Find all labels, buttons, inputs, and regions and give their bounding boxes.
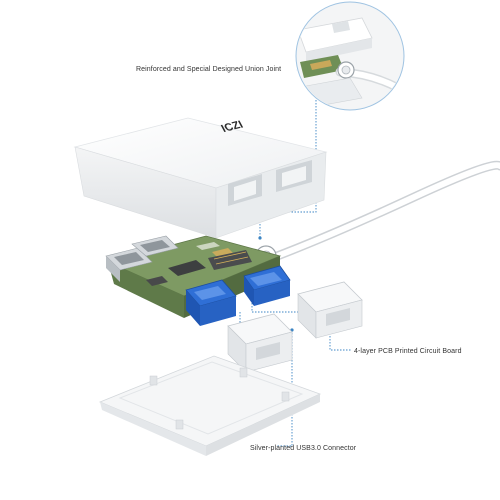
usb-plug-right <box>297 281 363 339</box>
brand-logo: ICZI <box>219 119 245 135</box>
callout-union-joint: Reinforced and Special Designed Union Jo… <box>136 66 282 73</box>
pcb-board <box>105 235 291 326</box>
usb-plug-front <box>227 313 293 373</box>
callout-connector: Silver-planted USB3.0 Connector <box>250 445 357 452</box>
hub-bottom-cover <box>98 355 322 456</box>
zoom-detail-inset <box>295 1 405 111</box>
hub-top-shell <box>73 117 328 239</box>
callout-pcb: 4-layer PCB Printed Circuit Board <box>354 348 462 355</box>
leader-dot <box>258 236 262 240</box>
